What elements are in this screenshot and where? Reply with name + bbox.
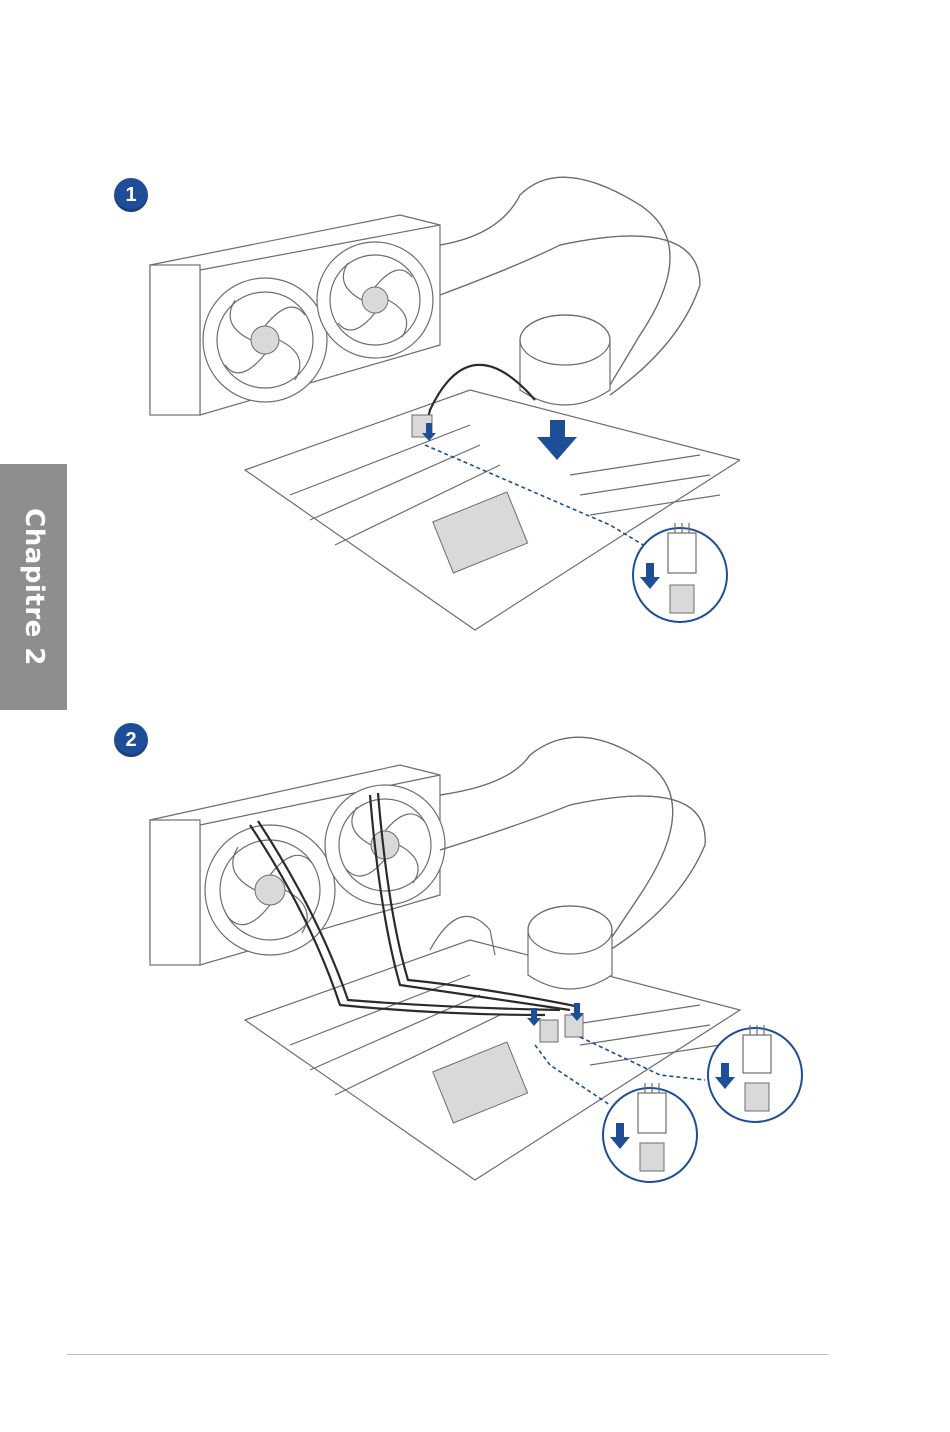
chapter-label: Chapitre 2 [19,508,49,666]
fan-connector-1 [540,1020,558,1042]
pump-block [520,315,610,405]
fan-left [203,278,327,402]
fan-right [317,242,433,358]
footer-rule [67,1354,828,1355]
step-2-illustration [140,725,810,1195]
header-detail-callout-left [603,1083,697,1182]
fan-connector-2 [565,1015,583,1037]
fan-left [205,825,335,955]
step-1-illustration [140,175,740,645]
pump-block [528,906,612,989]
chapter-side-tab: Chapitre 2 [0,464,67,710]
header-detail-callout-right [708,1025,802,1122]
header-detail-callout [633,523,727,622]
fan-right [325,785,445,905]
